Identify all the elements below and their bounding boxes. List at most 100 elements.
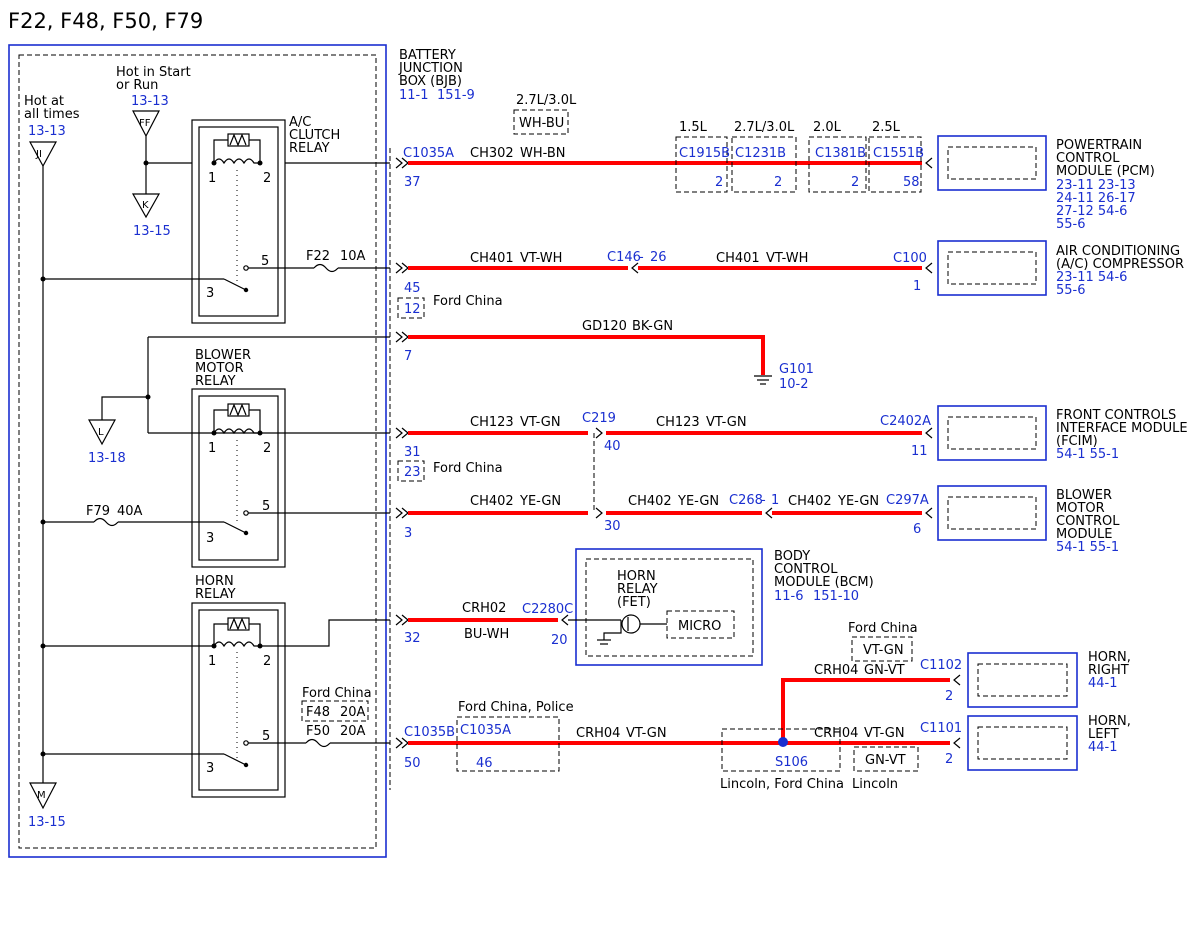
ch401-color-1: VT-WH bbox=[520, 251, 562, 266]
c2280c-pin: 20 bbox=[551, 633, 568, 648]
crh04-right-color: GN-VT bbox=[864, 663, 905, 678]
row1-pin: 37 bbox=[404, 175, 421, 190]
micro-label: MICRO bbox=[678, 619, 721, 634]
ch402-color-3: YE-GN bbox=[837, 494, 879, 509]
c268-pin: 1 bbox=[771, 493, 779, 508]
l-wire bbox=[101, 396, 148, 420]
ac-coil-left bbox=[213, 139, 228, 163]
blower-relay-inner bbox=[198, 395, 279, 561]
horn-pin-1: 1 bbox=[208, 654, 216, 669]
c297a-conn: C297A bbox=[886, 493, 929, 508]
horn-fet-label-2: RELAY bbox=[617, 582, 658, 597]
horn-coil-right bbox=[249, 623, 261, 646]
fc-color-box bbox=[851, 636, 913, 662]
horn-right-label-2: RIGHT bbox=[1088, 663, 1129, 678]
bcm-inner bbox=[585, 558, 754, 657]
connector-icon bbox=[925, 427, 933, 439]
connector-icon bbox=[925, 157, 933, 169]
m-symbol: M bbox=[37, 790, 46, 801]
ch402-color-1: YE-GN bbox=[519, 494, 561, 509]
row6-pin: 32 bbox=[404, 631, 421, 646]
c100-conn: C100 bbox=[893, 251, 927, 266]
pcm-label-2: CONTROL bbox=[1056, 151, 1120, 166]
bcm-ref-2: 151-10 bbox=[813, 589, 859, 604]
row7-alt-pin: 46 bbox=[476, 756, 493, 771]
fcim-inner bbox=[947, 416, 1037, 450]
k-symbol: K bbox=[142, 200, 149, 211]
pcm-label-3: MODULE (PCM) bbox=[1056, 164, 1155, 179]
horn-relay-label-2: RELAY bbox=[195, 587, 236, 602]
pcm-label-1: POWERTRAIN bbox=[1056, 138, 1142, 153]
crh04-color: VT-GN bbox=[626, 726, 667, 741]
g101-ref: 10-2 bbox=[779, 377, 809, 392]
blower-pin-5: 5 bbox=[262, 499, 270, 514]
micro-box bbox=[666, 610, 735, 639]
row7-alt-conn: C1035A bbox=[460, 723, 511, 738]
blower-pin-3: 3 bbox=[206, 531, 214, 546]
acc-ref-1: 23-11 54-6 bbox=[1056, 270, 1127, 285]
ac-compressor-inner bbox=[947, 251, 1037, 285]
f48-option-box bbox=[301, 700, 369, 722]
row4-alt-note: Ford China bbox=[433, 461, 503, 476]
ac-relay-label-1: A/C bbox=[289, 115, 311, 130]
switch-arm-icon bbox=[223, 753, 249, 767]
inline-engine-1: 1.5L bbox=[679, 120, 708, 135]
ff-symbol: FF bbox=[139, 118, 151, 129]
pcm-ref-2: 24-11 26-17 bbox=[1056, 191, 1136, 206]
alt-pin-box bbox=[397, 460, 425, 482]
fuse-icon bbox=[313, 263, 339, 273]
ch401-label-1: CH401 bbox=[470, 251, 514, 266]
ff-triangle-icon bbox=[132, 110, 160, 138]
bjb-inner-frame bbox=[18, 54, 377, 849]
row4-pin: 31 bbox=[404, 445, 421, 460]
f79-amps: 40A bbox=[117, 504, 143, 519]
k-ref: 13-15 bbox=[133, 224, 171, 239]
m-ref: 13-15 bbox=[28, 815, 66, 830]
inline-pin-4: 58 bbox=[903, 175, 920, 190]
hot-all-label-1: Hot at bbox=[24, 94, 64, 109]
resistor-zigzag bbox=[229, 617, 247, 631]
horn-pin-5: 5 bbox=[262, 729, 270, 744]
alt-color-box bbox=[513, 109, 569, 135]
ch401-label-2: CH401 bbox=[716, 251, 760, 266]
ch402-color-2: YE-GN bbox=[677, 494, 719, 509]
c268-conn: C268 bbox=[729, 493, 763, 508]
blower-coil-right bbox=[249, 409, 261, 433]
alt-conn-box bbox=[456, 716, 560, 772]
bmcm-label-1: BLOWER bbox=[1056, 488, 1112, 503]
pin-dot bbox=[211, 430, 217, 436]
pcm-ref-4: 55-6 bbox=[1056, 217, 1086, 232]
bmcm-label-3: CONTROL bbox=[1056, 514, 1120, 529]
fcim-label-2: INTERFACE MODULE bbox=[1056, 421, 1188, 436]
switch-pivot-icon bbox=[243, 762, 249, 768]
connector-icon bbox=[561, 614, 569, 626]
crh04-right-wire bbox=[781, 678, 950, 743]
acc-label-1: AIR CONDITIONING bbox=[1056, 244, 1180, 259]
k-triangle-icon bbox=[131, 193, 161, 219]
ji-symbol: JI bbox=[35, 149, 42, 160]
bmcm-label-2: MOTOR bbox=[1056, 501, 1105, 516]
inline-engine-3: 2.0L bbox=[813, 120, 842, 135]
f22-label: F22 bbox=[306, 249, 330, 264]
horn-relay-label-1: HORN bbox=[195, 574, 234, 589]
connector-icon bbox=[953, 737, 961, 749]
c268-dash: - bbox=[761, 493, 766, 508]
acc-label-2: (A/C) COMPRESSOR bbox=[1056, 257, 1184, 272]
blower-pin-2: 2 bbox=[263, 441, 271, 456]
connector-icon bbox=[595, 427, 603, 439]
ch123-color-1: VT-GN bbox=[520, 415, 561, 430]
inline-pin-1: 2 bbox=[715, 175, 723, 190]
bjb-label-1: BATTERY bbox=[399, 48, 456, 63]
row2-pin: 45 bbox=[404, 281, 421, 296]
blower-relay-label-1: BLOWER bbox=[195, 348, 251, 363]
ac-relay-inner bbox=[198, 126, 279, 317]
connector-icon bbox=[395, 614, 409, 626]
connector-icon bbox=[395, 331, 409, 343]
inline-box-2 bbox=[731, 136, 797, 193]
connector-icon bbox=[395, 262, 409, 274]
hot-start-label-1: Hot in Start bbox=[116, 65, 191, 80]
connector-icon bbox=[953, 674, 961, 686]
inline-conn-2: C1231B bbox=[735, 146, 786, 161]
alt-color-label: WH-BU bbox=[519, 116, 564, 131]
ch123-label-2: CH123 bbox=[656, 415, 700, 430]
